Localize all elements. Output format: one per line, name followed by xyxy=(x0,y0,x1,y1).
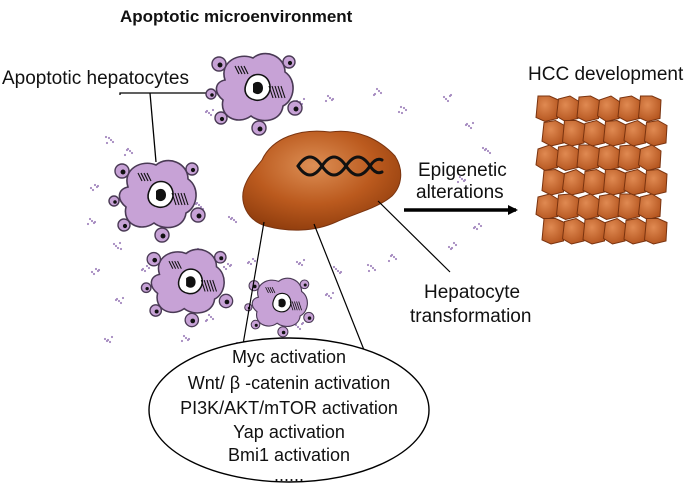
debris-speck xyxy=(114,296,125,305)
tumor-cell xyxy=(561,217,586,245)
tumor-cell xyxy=(617,193,642,221)
tumor-cell xyxy=(623,168,648,196)
pathway-item: Bmi1 activation xyxy=(228,445,350,465)
debris-speck xyxy=(227,215,238,224)
debris-speck xyxy=(397,105,408,115)
transformation-label-line2: transformation xyxy=(410,306,531,327)
apoptotic-hepatocyte xyxy=(108,159,206,243)
debris-speck xyxy=(472,222,483,231)
debris-speck xyxy=(372,87,383,97)
debris-speck xyxy=(332,265,343,275)
tumor-cell xyxy=(561,168,586,196)
debris-speck xyxy=(140,264,151,273)
dna-helix-icon xyxy=(296,155,384,177)
tumor-cell xyxy=(623,217,648,245)
hepatocyte xyxy=(242,130,402,231)
tumor-cell xyxy=(576,95,601,123)
debris-speck xyxy=(104,135,115,145)
debris-speck xyxy=(103,335,114,344)
debris-speck xyxy=(366,263,377,273)
apoptotic-label-connectors xyxy=(119,92,238,163)
debris-speck xyxy=(324,94,335,103)
diagram-title: Apoptotic microenvironment xyxy=(120,7,353,26)
tumor-cell xyxy=(535,144,560,172)
apoptotic-hepatocytes-label: Apoptotic hepatocytes xyxy=(2,68,189,89)
tumor-cell xyxy=(643,168,668,196)
pathway-item: Wnt/ β -catenin activation xyxy=(188,373,390,393)
debris-speck xyxy=(295,258,306,267)
tumor-cell xyxy=(582,119,607,147)
tumor-cell xyxy=(576,193,601,221)
debris-speck xyxy=(180,334,191,343)
tumor-cell xyxy=(541,119,566,147)
hcc-tumor-mass xyxy=(535,95,668,245)
pathway-item: Myc activation xyxy=(232,347,346,367)
debris-speck xyxy=(246,257,257,266)
tumor-cell xyxy=(637,144,662,172)
debris-speck xyxy=(481,146,492,155)
debris-speck xyxy=(123,147,134,157)
debris-speck xyxy=(324,291,335,300)
debris-speck xyxy=(90,267,101,276)
apoptotic-hepatocyte xyxy=(205,52,303,136)
tumor-cell xyxy=(617,144,642,172)
apoptotic-cells-group xyxy=(108,52,315,338)
tumor-cell xyxy=(535,95,560,123)
tumor-cell xyxy=(596,95,621,123)
tumor-cell xyxy=(643,119,668,147)
tumor-cell xyxy=(555,144,580,172)
tumor-cell xyxy=(617,95,642,123)
tumor-cell xyxy=(637,95,662,123)
pathway-item: Yap activation xyxy=(233,422,345,442)
debris-speck xyxy=(204,108,215,117)
tumor-cell xyxy=(535,193,560,221)
tumor-cell xyxy=(643,218,668,245)
apoptotic-hepatocyte xyxy=(244,277,315,338)
pathway-list: Myc activation Wnt/ β -catenin activatio… xyxy=(180,347,398,485)
epigenetic-label-line1: Epigenetic xyxy=(418,160,507,181)
tumor-cell xyxy=(596,144,621,172)
tumor-cell xyxy=(561,120,586,147)
tumor-cell xyxy=(602,217,627,245)
pathway-connectors xyxy=(239,221,369,363)
epigenetic-label-line2: alterations xyxy=(416,182,504,203)
debris-speck xyxy=(442,93,453,103)
pathway-item: ...... xyxy=(274,465,304,485)
tumor-cell xyxy=(555,193,580,221)
tumor-cell xyxy=(582,168,607,196)
tumor-cell xyxy=(555,95,580,123)
tumor-cell xyxy=(623,119,648,147)
debris-speck xyxy=(464,121,475,130)
debris-speck xyxy=(387,253,398,263)
tumor-cell xyxy=(541,168,566,196)
tumor-cell xyxy=(602,119,627,147)
debris-speck xyxy=(86,217,97,226)
hcc-development-label: HCC development xyxy=(528,64,684,85)
tumor-cell xyxy=(576,144,601,172)
apoptotic-hepatocyte xyxy=(140,248,234,328)
apoptotic-debris xyxy=(86,87,492,351)
debris-speck xyxy=(456,175,467,184)
debris-speck xyxy=(222,262,233,271)
tumor-cell xyxy=(637,193,662,221)
transformation-label-line1: Hepatocyte xyxy=(424,282,520,303)
tumor-cell xyxy=(541,218,566,245)
tumor-cell xyxy=(602,169,627,196)
tumor-cell xyxy=(596,193,621,221)
debris-speck xyxy=(447,241,458,251)
pathway-item: PI3K/AKT/mTOR activation xyxy=(180,398,398,418)
debris-speck xyxy=(112,241,123,251)
debris-speck xyxy=(204,313,215,323)
debris-speck xyxy=(294,321,305,331)
tumor-cell xyxy=(582,217,607,245)
debris-speck xyxy=(89,183,100,192)
pathways-ellipse xyxy=(148,337,430,483)
transformation-pointer-line xyxy=(377,200,451,273)
